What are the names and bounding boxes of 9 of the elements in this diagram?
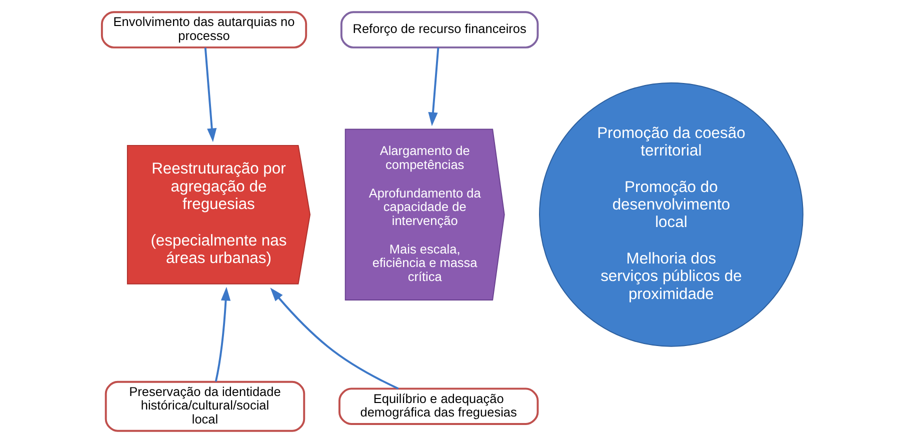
arrow — [204, 48, 216, 142]
arrow — [270, 288, 398, 390]
node-box: Envolvimento das autarquias no processo — [100, 11, 307, 48]
node-box: Preservação da identidade histórica/cultural/social local — [104, 380, 305, 432]
node-circle: Promoção da coesão territorial Promoção do desenvolvimento local Melhoria dos serviços públicos de proximidade — [538, 82, 803, 347]
arrow — [214, 286, 230, 382]
node-box: Reforço de recurso financeiros — [340, 11, 538, 48]
arrow — [428, 48, 439, 126]
node-box: Equilíbrio e adequação demográfica das freguesias — [338, 388, 538, 426]
